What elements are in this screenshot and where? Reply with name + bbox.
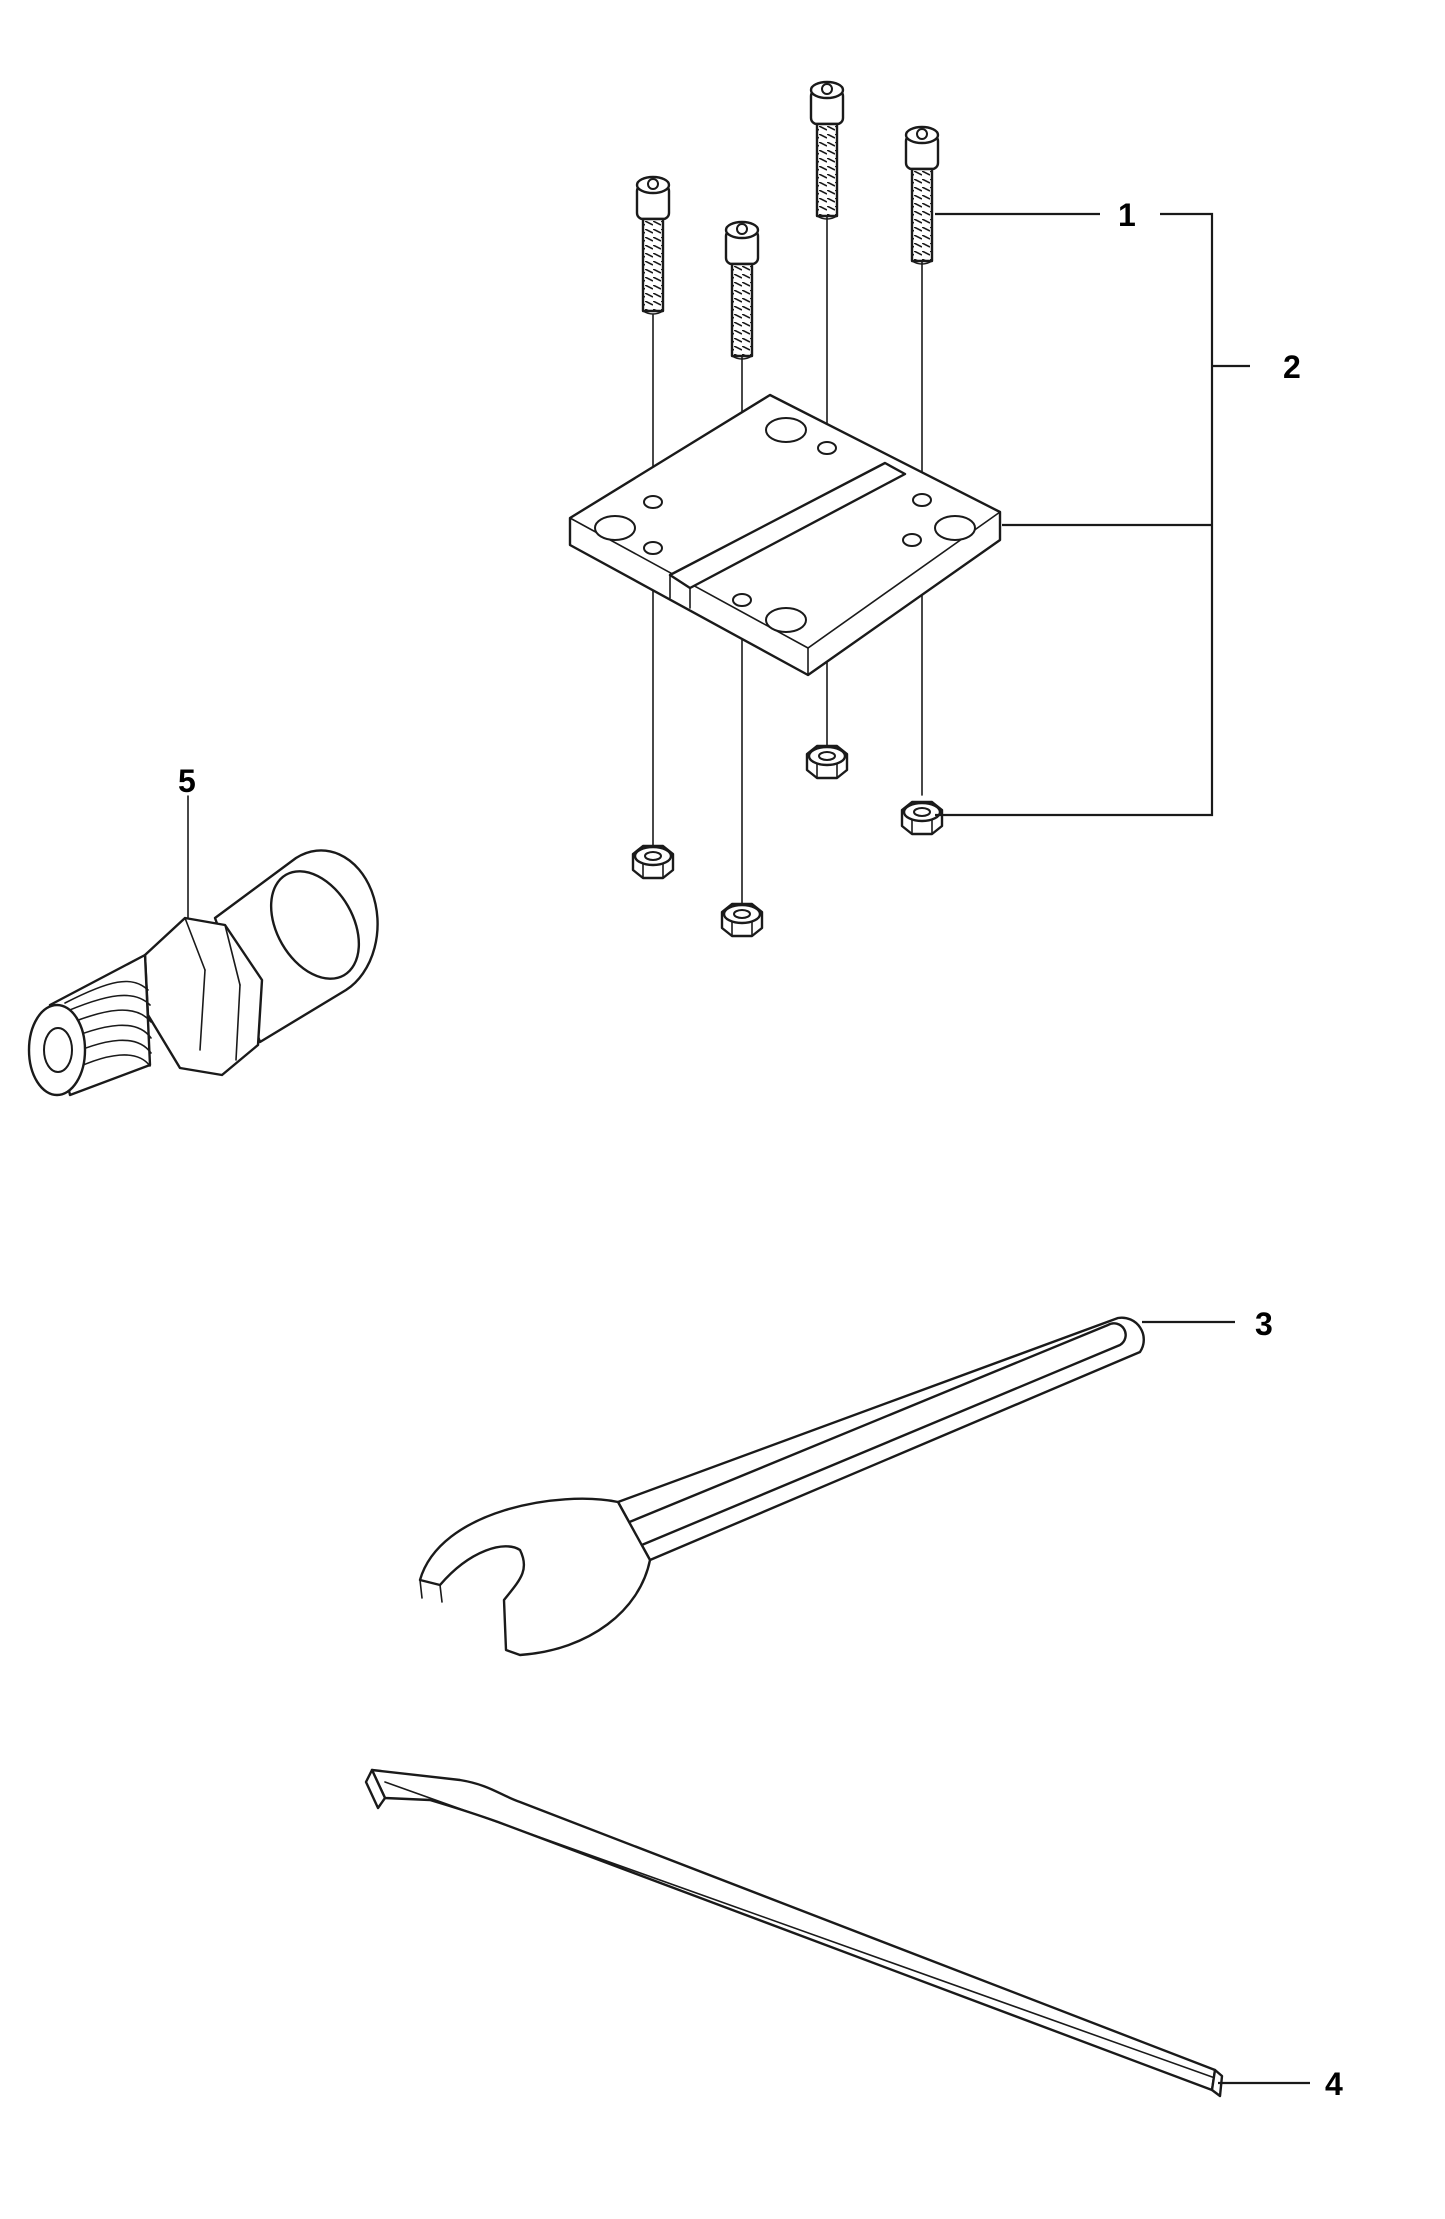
- nut: [720, 902, 764, 938]
- callout-5: 5: [178, 763, 196, 799]
- callout-3: 3: [1255, 1306, 1273, 1342]
- callout-1: 1: [1118, 197, 1136, 233]
- callout-2: 2: [1283, 349, 1301, 385]
- callout-4: 4: [1325, 2066, 1343, 2102]
- nut: [631, 844, 675, 880]
- mounting-plate: [568, 393, 1002, 677]
- mounting-plate-assembly: [568, 80, 1002, 938]
- hex-key: [364, 1768, 1224, 2098]
- screw: [809, 80, 845, 221]
- open-end-wrench: [418, 1316, 1145, 1657]
- nut: [900, 800, 944, 836]
- screw: [904, 125, 940, 266]
- screw: [635, 175, 671, 316]
- adapter-fitting: [27, 795, 379, 1097]
- screw: [724, 220, 760, 361]
- nut: [805, 744, 849, 780]
- callout-leaders-1-2: [935, 212, 1250, 817]
